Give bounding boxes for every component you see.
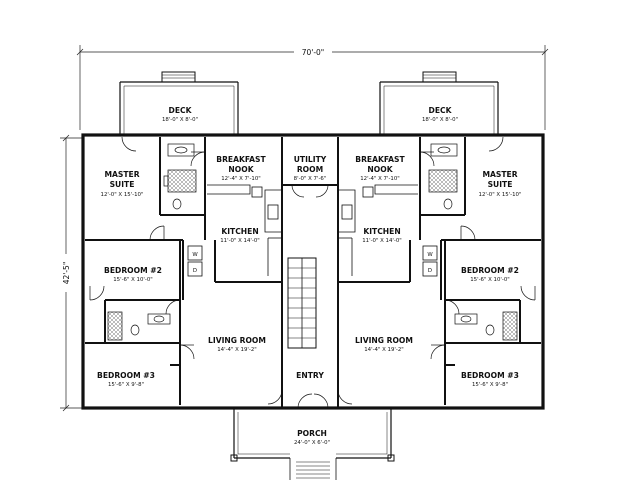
- room-name: UTILITY: [294, 155, 327, 164]
- room-name: DECK: [429, 106, 453, 115]
- room-name: PORCH: [297, 429, 327, 438]
- room-name: MASTER: [482, 170, 517, 179]
- room-label-deck-right: DECK 18'-0" X 8'-0": [422, 106, 458, 123]
- kitchen-counter-left: [207, 184, 282, 276]
- overall-depth-label: 42'-5": [62, 262, 71, 285]
- stairs: [287, 257, 317, 349]
- room-name: NOOK: [228, 165, 254, 174]
- deck-right: [379, 71, 499, 134]
- room-name: SUITE: [110, 180, 135, 189]
- room-label-bedroom2-right: BEDROOM #2 15'-6" X 10'-0": [461, 266, 519, 283]
- room-name: BREAKFAST: [216, 155, 266, 164]
- room-dims: 11'-0" X 14'-0": [220, 238, 260, 244]
- room-dims: 15'-6" X 10'-0": [470, 277, 510, 283]
- master-bath-right: [428, 143, 458, 210]
- room-name: KITCHEN: [363, 227, 400, 236]
- room-dims: 15'-6" X 10'-0": [113, 277, 153, 283]
- dryer-label-right: D: [428, 268, 432, 274]
- room-name: BEDROOM #2: [104, 266, 162, 275]
- room-name: LIVING ROOM: [208, 336, 266, 345]
- room-label-breakfast-left: BREAKFAST NOOK 12'-4" X 7'-10": [216, 155, 266, 182]
- dryer-label-left: D: [193, 268, 197, 274]
- washer-label-left: W: [192, 252, 198, 258]
- room-label-kitchen-right: KITCHEN 11'-0" X 14'-0": [362, 227, 402, 244]
- room-dims: 12'-0" X 15'-10": [101, 192, 144, 198]
- porch: [230, 408, 395, 480]
- hall-bath-right: [454, 311, 518, 341]
- room-name: DECK: [169, 106, 193, 115]
- room-dims: 8'-0" X 7'-6": [294, 176, 327, 182]
- room-dims: 14'-4" X 19'-2": [364, 347, 404, 353]
- room-name: LIVING ROOM: [355, 336, 413, 345]
- room-label-bedroom2-left: BEDROOM #2 15'-6" X 10'-0": [104, 266, 162, 283]
- room-label-porch: PORCH 24'-0" X 6'-0": [294, 429, 330, 446]
- laundry-right: [422, 245, 438, 277]
- room-label-living-right: LIVING ROOM 14'-4" X 19'-2": [355, 336, 413, 353]
- room-label-entry: ENTRY: [296, 371, 324, 380]
- room-name: BEDROOM #3: [97, 371, 155, 380]
- room-dims: 11'-0" X 14'-0": [362, 238, 402, 244]
- room-name: ENTRY: [296, 371, 324, 380]
- room-dims: 24'-0" X 6'-0": [294, 440, 330, 446]
- room-name: NOOK: [367, 165, 393, 174]
- room-label-bedroom3-left: BEDROOM #3 15'-6" X 9'-8": [97, 371, 155, 388]
- room-dims: 14'-4" X 19'-2": [217, 347, 257, 353]
- room-name: BEDROOM #3: [461, 371, 519, 380]
- room-name: MASTER: [104, 170, 139, 179]
- laundry-left: [187, 245, 203, 277]
- room-dims: 12'-4" X 7'-10": [360, 176, 400, 182]
- room-label-kitchen-left: KITCHEN 11'-0" X 14'-0": [220, 227, 260, 244]
- room-name: SUITE: [488, 180, 513, 189]
- room-name: BEDROOM #2: [461, 266, 519, 275]
- room-dims: 15'-6" X 9'-8": [108, 382, 144, 388]
- hall-bath-left: [107, 311, 171, 341]
- room-dims: 12'-0" X 15'-10": [479, 192, 522, 198]
- room-dims: 18'-0" X 8'-0": [162, 117, 198, 123]
- deck-left: [119, 71, 239, 134]
- master-bath-left: [163, 143, 197, 210]
- room-label-living-left: LIVING ROOM 14'-4" X 19'-2": [208, 336, 266, 353]
- room-name: BREAKFAST: [355, 155, 405, 164]
- room-dims: 18'-0" X 8'-0": [422, 117, 458, 123]
- kitchen-counter-right: [338, 184, 418, 276]
- door-swings: [89, 136, 536, 409]
- room-label-deck-left: DECK 18'-0" X 8'-0": [162, 106, 198, 123]
- room-label-master-left: MASTER SUITE 12'-0" X 15'-10": [101, 170, 144, 198]
- room-label-bedroom3-right: BEDROOM #3 15'-6" X 9'-8": [461, 371, 519, 388]
- room-label-breakfast-right: BREAKFAST NOOK 12'-4" X 7'-10": [355, 155, 405, 182]
- room-label-master-right: MASTER SUITE 12'-0" X 15'-10": [479, 170, 522, 198]
- overall-width-label: 70'-0": [302, 48, 325, 57]
- room-name: ROOM: [297, 165, 323, 174]
- room-name: KITCHEN: [221, 227, 258, 236]
- room-dims: 12'-4" X 7'-10": [221, 176, 261, 182]
- room-label-utility: UTILITY ROOM 8'-0" X 7'-6": [294, 155, 327, 182]
- exterior-walls: [81, 133, 545, 410]
- washer-label-right: W: [427, 252, 433, 258]
- room-dims: 15'-6" X 9'-8": [472, 382, 508, 388]
